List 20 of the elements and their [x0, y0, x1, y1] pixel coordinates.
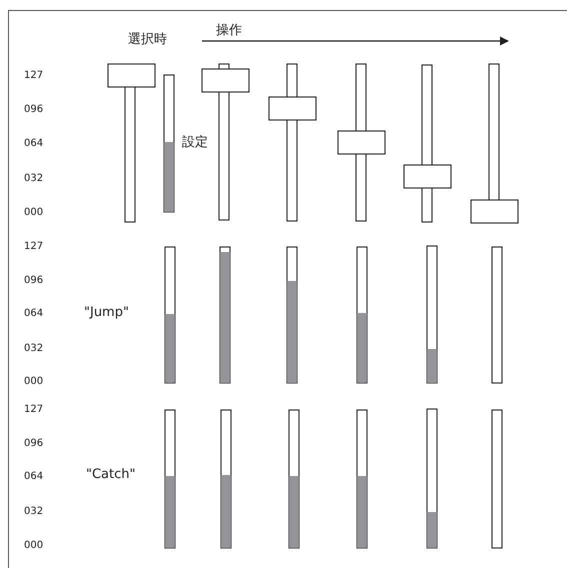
axis-tick-label: 064: [24, 309, 44, 319]
axis-tick-label: 127: [24, 242, 44, 252]
axis-tick-label: 096: [24, 276, 44, 286]
axis-tick-label: 064: [24, 139, 44, 149]
axis-tick-label: 032: [24, 344, 44, 354]
mode-label: "Jump": [84, 306, 129, 319]
axis-tick-label: 096: [24, 105, 44, 115]
caption-text: 設定: [182, 136, 208, 149]
axis-tick-label: 127: [24, 71, 44, 81]
caption-text: 操作: [216, 24, 242, 37]
axis-tick-label: 127: [24, 405, 44, 415]
axis-tick-label: 000: [24, 377, 44, 387]
axis-tick-label: 000: [24, 541, 44, 551]
axis-tick-label: 000: [24, 208, 44, 218]
axis-tick-label: 032: [24, 174, 44, 184]
axis-tick-label: 064: [24, 472, 44, 482]
mode-label: "Catch": [86, 468, 136, 481]
axis-tick-label: 096: [24, 439, 44, 449]
caption-text: 選択時: [128, 33, 167, 46]
axis-tick-label: 032: [24, 507, 44, 517]
